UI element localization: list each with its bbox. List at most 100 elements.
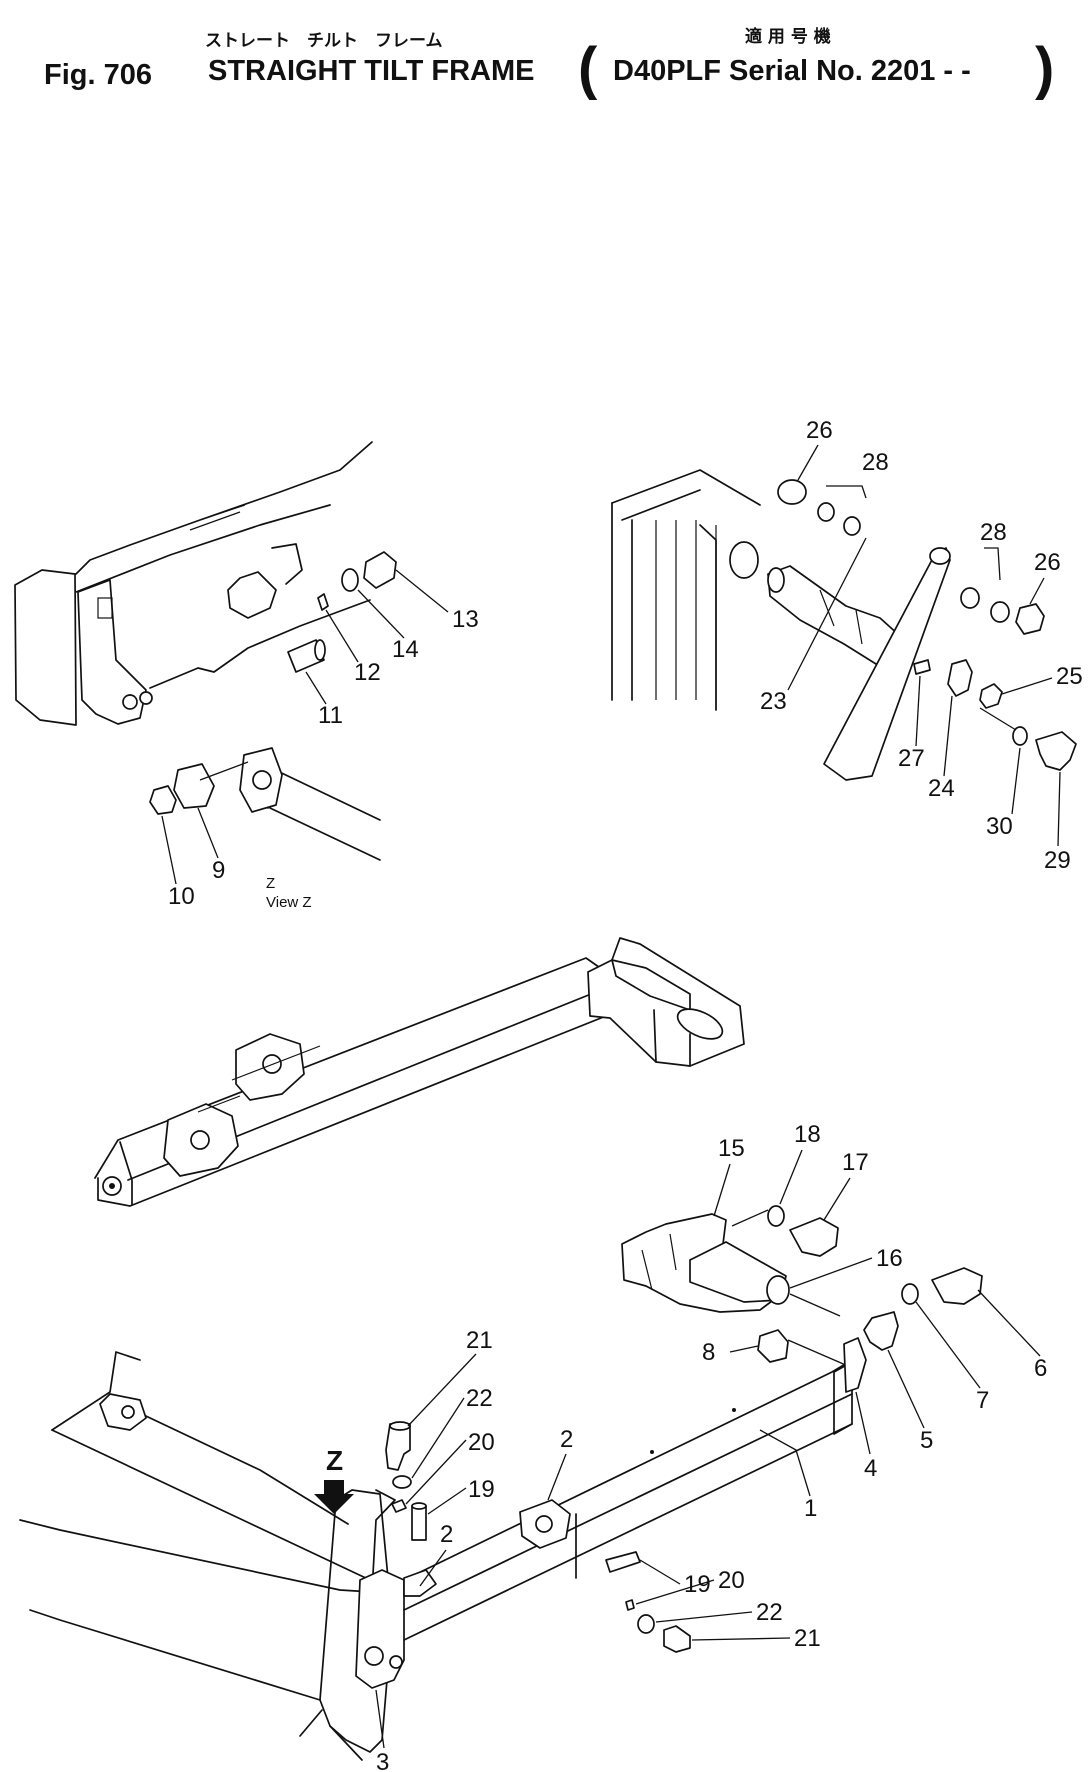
label-7: 7: [976, 1387, 989, 1414]
washer-28-right-b: [990, 601, 1010, 623]
label-1: 1: [804, 1495, 817, 1522]
bolt-21-upper: [385, 1423, 411, 1471]
arm-end-bore: [252, 770, 272, 790]
far-frame-end-edge: [119, 1141, 133, 1206]
far-frame-top-edge: [94, 957, 607, 1179]
cap-26-upper: [777, 479, 807, 505]
figure-number: Fig. 706: [44, 59, 152, 91]
label-4: 4: [864, 1455, 877, 1482]
label-2-end: 2: [440, 1521, 453, 1548]
washer-28-upper-b: [843, 516, 861, 536]
leader-6: [977, 1289, 1041, 1357]
leader-12: [325, 609, 359, 663]
blade-rib-edge: [699, 524, 717, 711]
washer-30: [1012, 726, 1028, 746]
label-26-top: 26: [806, 417, 833, 444]
leader-16: [789, 1257, 873, 1289]
view-z-arrow-label: Z: [326, 1445, 343, 1476]
bracket-2-end: [403, 1569, 437, 1597]
leader-21-upper: [407, 1353, 477, 1427]
pin-19-vertical-end: [411, 1502, 427, 1510]
frame-1-mid-edge: [403, 1393, 853, 1611]
blade-end-plate: [319, 1489, 393, 1753]
plate-4: [843, 1337, 867, 1393]
pin-19-lower: [605, 1551, 641, 1573]
washer-28-right-a: [960, 587, 980, 609]
blade-top-edge: [75, 441, 373, 575]
spring-27: [913, 659, 931, 675]
label-15: 15: [718, 1135, 745, 1162]
leader-21-lower: [691, 1637, 791, 1641]
bracket-rod-line: [149, 599, 371, 689]
label-21-lower: 21: [794, 1625, 821, 1652]
leader-5: [887, 1349, 925, 1429]
label-20-lower: 20: [718, 1567, 745, 1594]
label-16: 16: [876, 1245, 903, 1272]
washer-28-upper-a: [817, 502, 835, 522]
washer-7: [901, 1283, 919, 1305]
figure-title: STRAIGHT TILT FRAME: [208, 55, 534, 87]
label-21-upper: 21: [466, 1327, 493, 1354]
label-29: 29: [1044, 847, 1071, 874]
bolt-21-upper-head: [389, 1421, 411, 1431]
bolt-6: [931, 1267, 983, 1305]
leader-26-right: [1029, 577, 1045, 605]
label-22-lower: 22: [756, 1599, 783, 1626]
serial-range: D40PLF Serial No. 2201 - -: [613, 55, 971, 87]
leader-11: [305, 671, 327, 705]
leader-26-top: [797, 444, 819, 481]
pin-29: [1035, 731, 1077, 771]
nut-8: [757, 1329, 789, 1363]
end-bracket-3: [355, 1569, 405, 1689]
bracket-28-upper: [826, 485, 867, 499]
blade-bottom-line: [29, 1609, 321, 1701]
strut-arm-end: [929, 547, 951, 565]
blade-corner-side: [611, 489, 701, 701]
bolt-13: [363, 551, 397, 589]
end-bracket-3-hole: [389, 1655, 403, 1669]
inset-axis-line: [199, 761, 249, 781]
bracket-2-mid-bore: [535, 1515, 553, 1533]
leader-14: [357, 589, 405, 639]
view-z-code: Z: [266, 875, 275, 892]
inset-upper-right: 26 28 28 26 25 23 27 24 30 29: [611, 417, 1083, 874]
leader-4: [855, 1391, 871, 1455]
leader-10: [161, 815, 177, 885]
leader-25: [1001, 677, 1053, 695]
washer-14: [341, 568, 359, 592]
label-24: 24: [928, 775, 955, 802]
shaft-23: [767, 565, 901, 665]
label-5: 5: [920, 1427, 933, 1454]
bracket-pin-hole: [122, 694, 138, 710]
leader-2-mid: [547, 1453, 567, 1501]
leader-20-lower: [635, 1579, 715, 1605]
axis-8: [787, 1339, 849, 1367]
far-tilt-frame: [94, 937, 745, 1207]
nut-26-right: [1015, 603, 1045, 635]
bolt-21-lower: [663, 1625, 691, 1653]
bracket-28-right: [984, 547, 1001, 581]
main-assembly: Z 21 22 20 19 2 2 3 1 4 5 7 6 8 15 18 17…: [19, 1121, 1047, 1772]
bolt-17: [789, 1217, 839, 1257]
leader-1: [759, 1429, 811, 1497]
label-12: 12: [354, 659, 381, 686]
label-22-upper: 22: [466, 1385, 493, 1412]
label-27: 27: [898, 745, 925, 772]
nut-10: [149, 785, 177, 815]
blade-inner-edge: [75, 504, 331, 593]
far-frame-weld-lines: [197, 1045, 321, 1113]
bracket-pin-hole-2: [139, 691, 153, 705]
blade-face-line: [51, 1429, 371, 1581]
leader-9: [197, 807, 219, 859]
trunnion-shaft-16: [766, 1275, 790, 1305]
leader-19-upper: [427, 1487, 467, 1515]
label-3: 3: [376, 1749, 389, 1772]
label-25: 25: [1056, 663, 1083, 690]
label-30: 30: [986, 813, 1013, 840]
shaft-23-end: [767, 567, 785, 593]
label-26-right: 26: [1034, 549, 1061, 576]
view-z-caption: View Z: [266, 894, 312, 911]
blade-far-bracket-bore: [121, 1405, 135, 1419]
japanese-applicable-label: 適 用 号 機: [745, 26, 831, 47]
